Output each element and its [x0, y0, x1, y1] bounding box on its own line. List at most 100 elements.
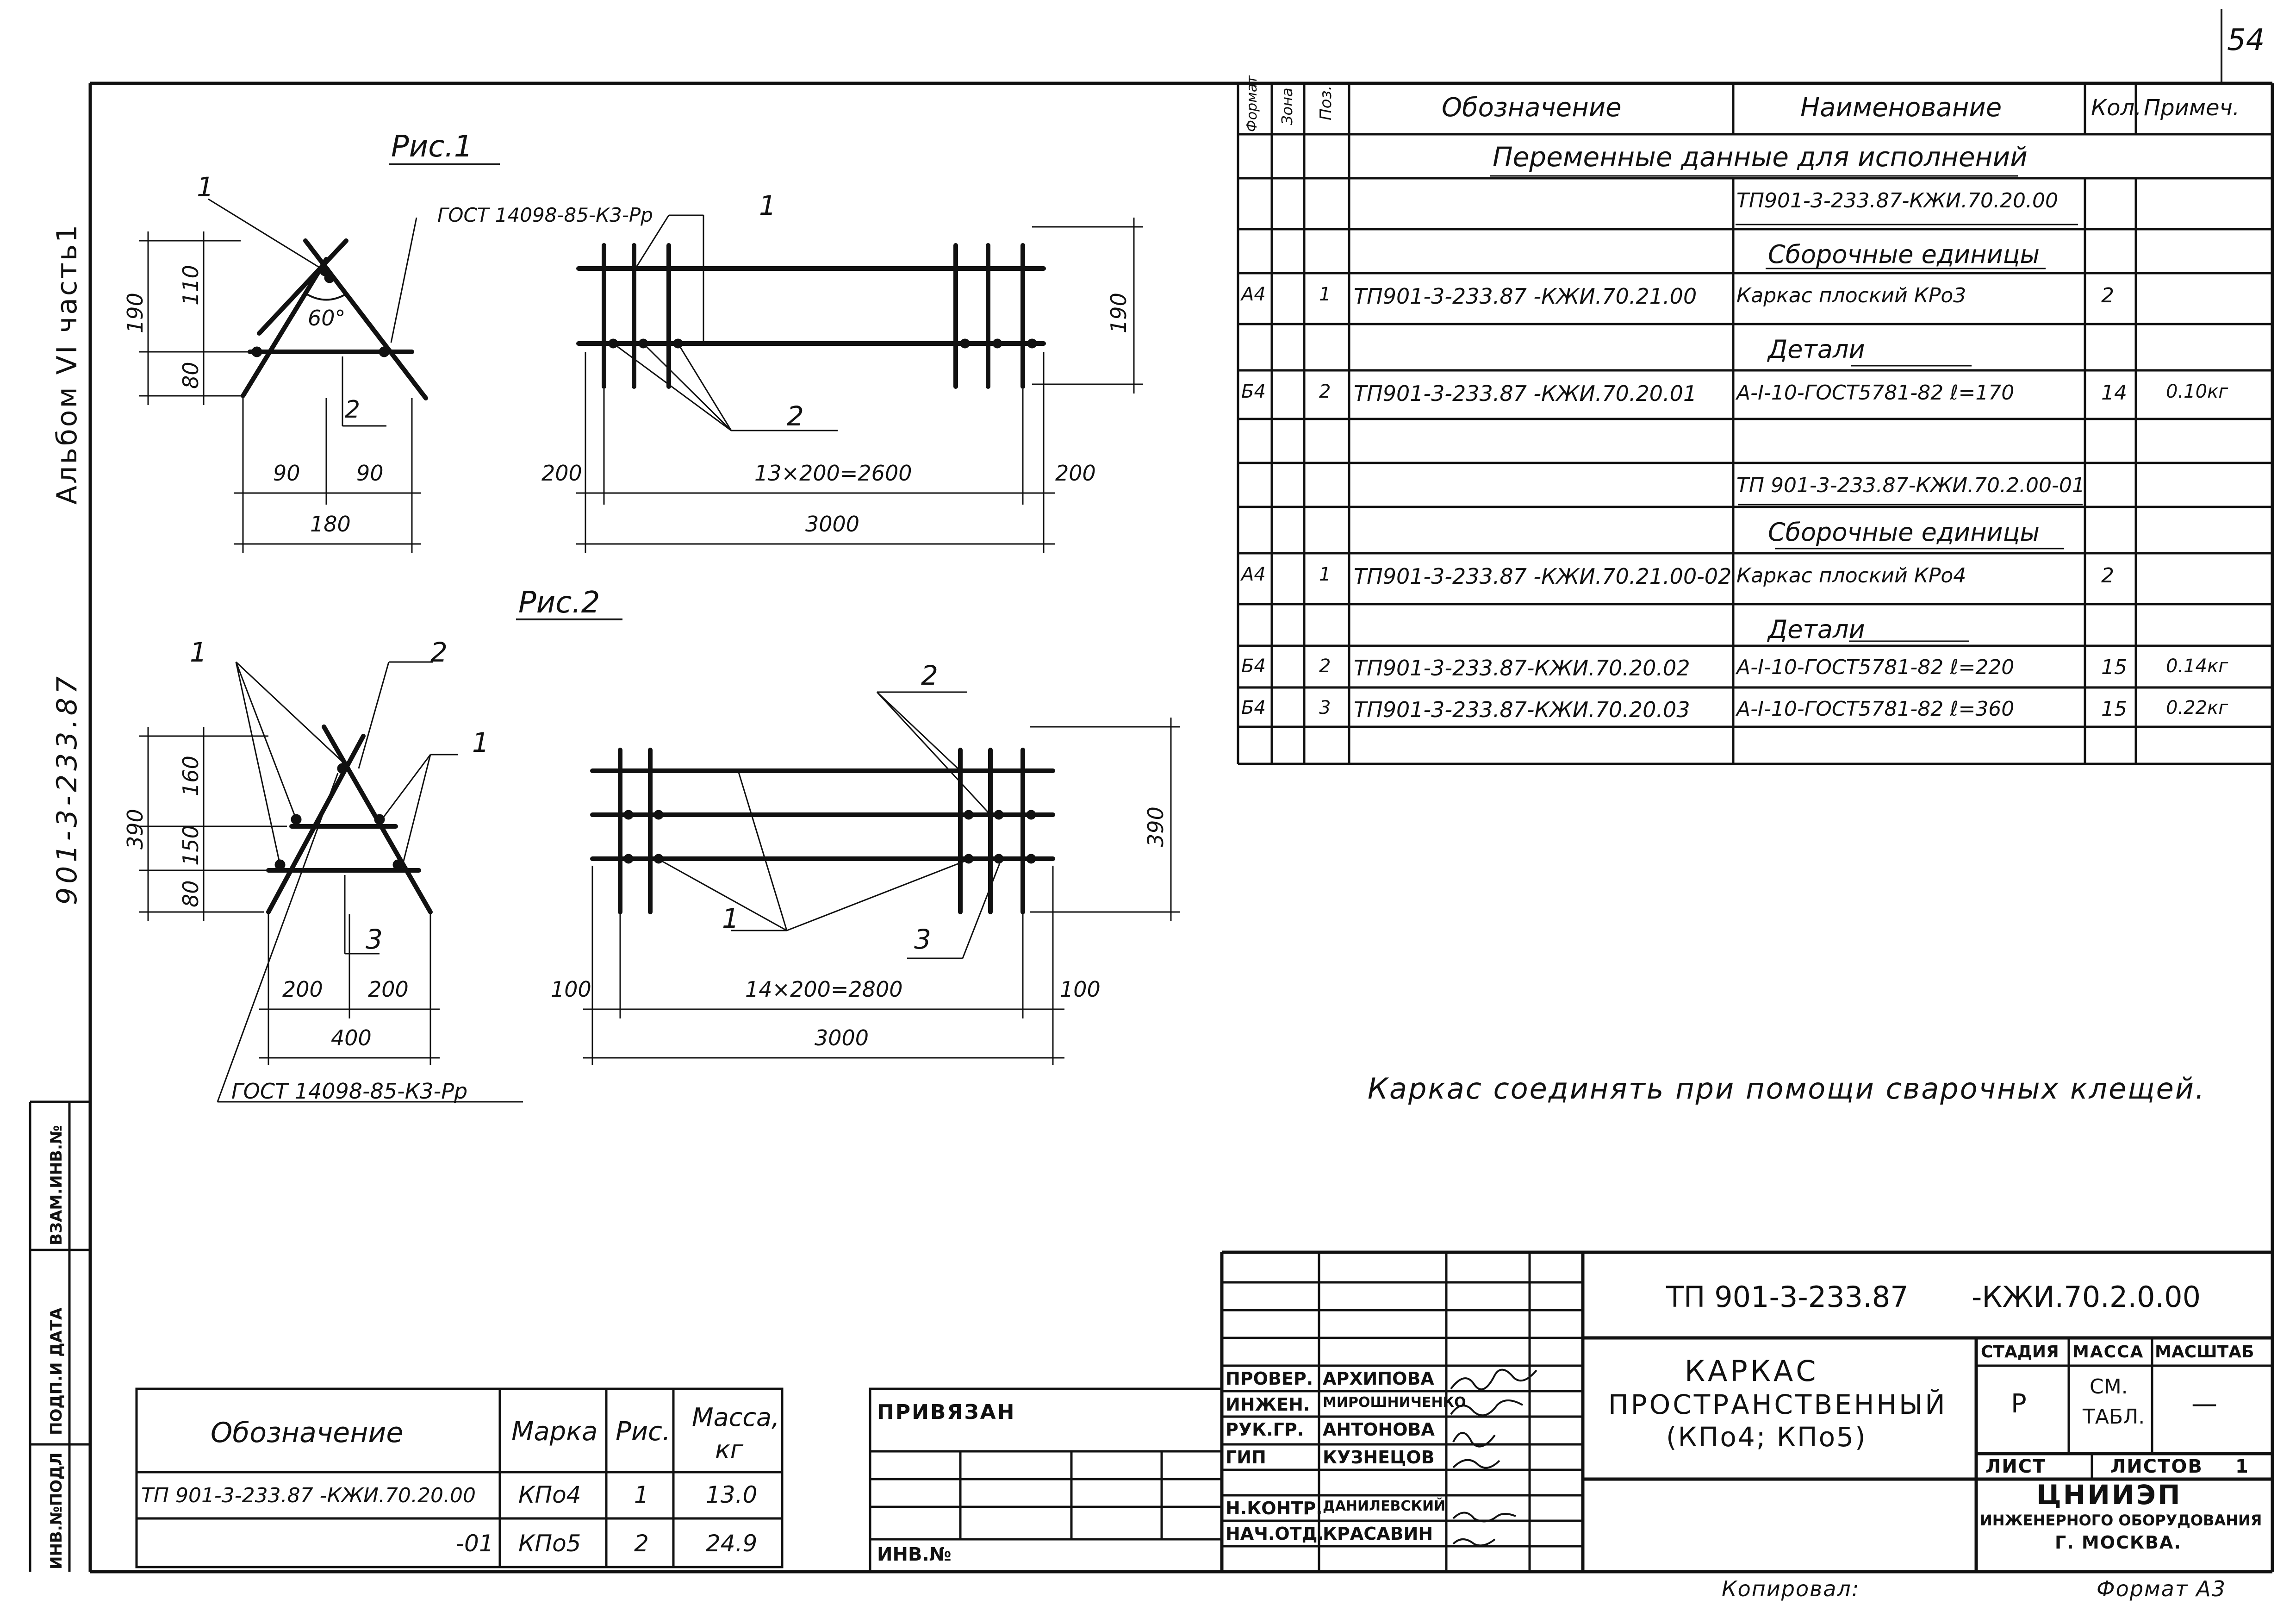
assembly-note: Каркас соединять при помощи сварочных кл… — [1368, 1072, 2206, 1106]
fig1-callout-2: 2 — [345, 396, 361, 424]
spec-row-pos: 3 — [1319, 697, 1331, 718]
spec-row-designation: ТП901-3-233.87-КЖИ.70.20.03 — [1354, 697, 1690, 722]
mass-row1-mark: КПо4 — [518, 1481, 581, 1508]
spec-row-qty: 14 — [2101, 381, 2127, 405]
fig2-callout-1: 1 — [190, 637, 207, 668]
person-name: ДАНИЛЕВСКИЙ — [1323, 1498, 1446, 1514]
mass-row1-fig: 1 — [634, 1481, 649, 1508]
fig2-dim-390: 390 — [123, 809, 148, 849]
scale-value: — — [2191, 1389, 2217, 1419]
spec-row-name: Каркас плоский КРо4 — [1736, 564, 1966, 587]
stamp-podp: ПОДП.И ДАТА — [47, 1307, 66, 1435]
org-name: ЦНИИЭП — [2036, 1479, 2182, 1511]
scale-label: МАСШТАБ — [2155, 1343, 2254, 1362]
fig2-dim-80: 80 — [178, 880, 203, 907]
mass-header-mark: Марка — [511, 1417, 598, 1447]
spec-row-designation: ТП901-3-233.87-КЖИ.70.20.02 — [1354, 656, 1690, 681]
fig1-side-callout-2: 2 — [787, 400, 804, 432]
sheets-label: ЛИСТОВ — [2110, 1456, 2203, 1477]
spec-row-pos: 2 — [1319, 656, 1331, 677]
fig1-dim-90b: 90 — [356, 461, 384, 486]
fig2-side-dim-height: 390 — [1143, 806, 1168, 847]
fig2-dim-160: 160 — [178, 756, 203, 796]
fig2-callout-1b: 1 — [472, 727, 489, 758]
org-dept: ИНЖЕНЕРНОГО ОБОРУДОВАНИЯ — [1980, 1512, 2262, 1529]
fig2-dim-150: 150 — [178, 825, 203, 866]
person-name: АРХИПОВА — [1323, 1368, 1434, 1389]
person-role: ГИП — [1226, 1447, 1266, 1468]
spec-row-name: А-I-10-ГОСТ5781-82 ℓ=170 — [1736, 381, 2015, 405]
fig2-dim-400: 400 — [331, 1025, 372, 1050]
binding-label: ПРИВЯЗАН — [877, 1400, 1016, 1424]
fig1-callout-1: 1 — [197, 171, 214, 203]
fig2-callout-2: 2 — [430, 637, 448, 668]
person-role: ПРОВЕР. — [1226, 1368, 1313, 1389]
mass-row1-designation: ТП 901-3-233.87 -КЖИ.70.20.00 — [141, 1484, 476, 1507]
mass-value-1: СМ. — [2090, 1375, 2128, 1399]
spec-row-pos: 2 — [1319, 381, 1331, 402]
stamp-vzam: ВЗАМ.ИНВ.№ — [47, 1125, 66, 1245]
fig2-side-callout-1: 1 — [722, 903, 739, 934]
doc-suffix: -КЖИ.70.2.0.00 — [1972, 1280, 2201, 1314]
spec-row-format: А4 — [1241, 284, 1266, 305]
mass-row2-designation: -01 — [456, 1530, 494, 1557]
person-name: КРАСАВИН — [1323, 1524, 1433, 1544]
spec-header-format: Формат — [1244, 75, 1260, 132]
spec-row-name: Сборочные единицы — [1768, 240, 2040, 269]
fig2-gost: ГОСТ 14098-85-К3-Рр — [231, 1079, 468, 1104]
project-code-vertical: 901-3-233.87 — [51, 673, 83, 905]
mass-header-designation: Обозначение — [211, 1417, 404, 1449]
spec-row-format: Б4 — [1241, 656, 1266, 677]
fig1-gost: ГОСТ 14098-85-К3-Рр — [437, 204, 653, 226]
spec-row-name: ТП 901-3-233.87-КЖИ.70.2.00-01 — [1736, 474, 2085, 497]
fig1-side-callout-1: 1 — [759, 190, 776, 221]
title-line3: (КПо4; КПо5) — [1666, 1421, 1867, 1453]
spec-header-designation: Обозначение — [1442, 93, 1622, 123]
fig1-dim-180: 180 — [310, 512, 351, 537]
mass-row2-mass: 24.9 — [706, 1530, 758, 1557]
fig1-dim-90a: 90 — [273, 461, 300, 486]
org-city: Г. МОСКВА. — [2055, 1532, 2182, 1553]
fig1-title: Рис.1 — [391, 130, 473, 164]
spec-row-format: Б4 — [1241, 381, 1266, 402]
spec-row-qty: 15 — [2101, 656, 2127, 679]
mass-label: МАССА — [2072, 1343, 2144, 1362]
fig1-side-dim-mid: 13×200=2600 — [754, 461, 912, 486]
fig2-side-dim-total: 3000 — [815, 1025, 869, 1050]
fig2-side-dim-left: 100 — [551, 977, 591, 1002]
fig1-side-dim-right: 200 — [1055, 461, 1096, 486]
spec-row-designation: ТП901-3-233.87 -КЖИ.70.20.01 — [1354, 381, 1697, 406]
fig1-dim-110: 110 — [178, 265, 203, 306]
spec-row-note: 0.10кг — [2166, 381, 2228, 402]
fig1-dim-190: 190 — [123, 293, 148, 333]
album-label: Альбом VI часть1 — [51, 223, 83, 505]
stamp-inv: ИНВ.№ПОДЛ — [47, 1452, 66, 1569]
sheet-number: 54 — [2227, 23, 2265, 57]
person-name: АНТОНОВА — [1323, 1419, 1435, 1440]
person-role: НАЧ.ОТД. — [1226, 1524, 1324, 1544]
binding-inv: ИНВ.№ — [877, 1544, 952, 1565]
spec-row-format: А4 — [1241, 564, 1266, 585]
mass-row1-mass: 13.0 — [706, 1481, 758, 1508]
fig2-side-callout-2: 2 — [921, 660, 938, 691]
spec-row-designation: ТП901-3-233.87 -КЖИ.70.21.00-02 — [1354, 564, 1732, 589]
title-line2: ПРОСТРАНСТВЕННЫЙ — [1608, 1389, 1948, 1420]
mass-header-mass: Масса, — [692, 1403, 780, 1432]
mass-row2-mark: КПо5 — [518, 1530, 581, 1557]
spec-row-pos: 1 — [1319, 564, 1331, 585]
fig1-side-dim-height: 190 — [1106, 293, 1131, 333]
spec-row-name: Детали — [1768, 335, 1865, 364]
fig1-side-dim-total: 3000 — [805, 512, 860, 537]
spec-row-name: Детали — [1768, 615, 1865, 644]
spec-row-note: 0.22кг — [2166, 697, 2228, 718]
fig2-side-dim-right: 100 — [1060, 977, 1101, 1002]
fig1-dim-80: 80 — [178, 362, 203, 389]
mass-header-fig: Рис. — [616, 1417, 671, 1447]
person-role: РУК.ГР. — [1226, 1419, 1304, 1440]
spec-row-name: Каркас плоский КРо3 — [1736, 284, 1966, 307]
title-line1: КАРКАС — [1685, 1354, 1819, 1388]
spec-row-name: А-I-10-ГОСТ5781-82 ℓ=220 — [1736, 656, 2015, 679]
person-name: КУЗНЕЦОВ — [1323, 1447, 1435, 1468]
spec-row-qty: 2 — [2101, 564, 2114, 587]
